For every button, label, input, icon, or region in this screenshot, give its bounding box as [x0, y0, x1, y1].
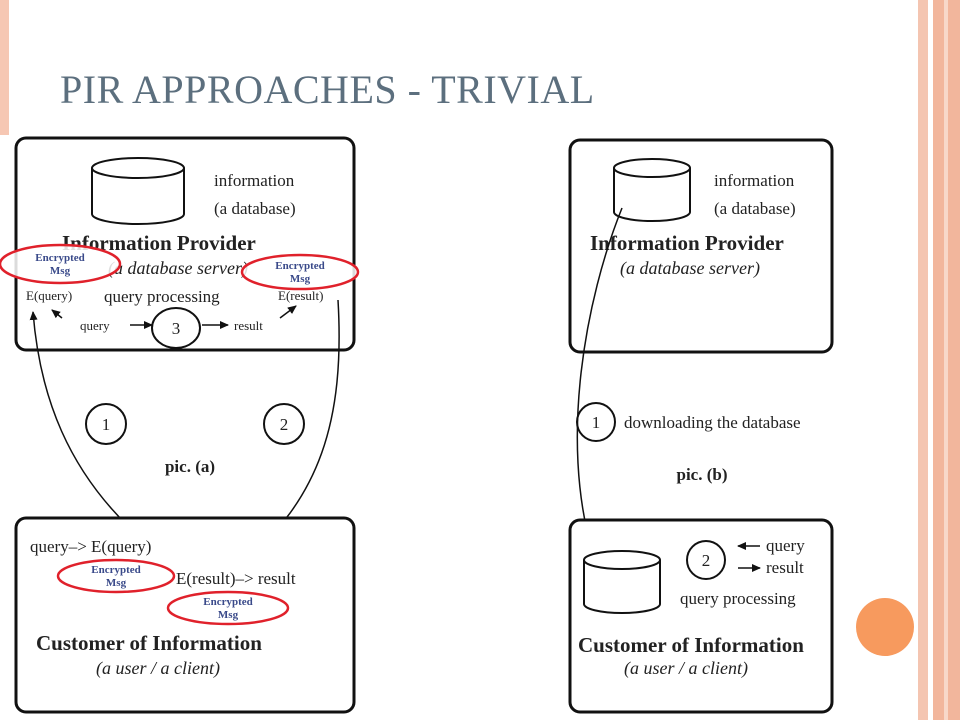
svg-text:Encrypted: Encrypted — [91, 564, 141, 576]
left-accent-bar — [0, 0, 9, 135]
step-2-label-a: 2 — [280, 415, 289, 434]
download-label: downloading the database — [624, 413, 801, 432]
step-3-label: 3 — [172, 319, 181, 338]
database-icon-a — [91, 157, 185, 225]
customer-subtitle-a: (a user / a client) — [96, 658, 220, 679]
result-label-b: result — [766, 558, 804, 577]
pic-b: information (a database) Information Pro… — [568, 138, 834, 714]
encrypted-annotation-3: Encrypted Msg — [56, 558, 176, 594]
info-line1-a: information — [214, 171, 295, 190]
svg-text:Msg: Msg — [218, 609, 239, 621]
query-processing-b: query processing — [680, 589, 796, 608]
caption-a: pic. (a) — [165, 457, 215, 476]
svg-text:Msg: Msg — [50, 265, 71, 277]
result-label-a: result — [234, 318, 263, 333]
arrow-query-up — [29, 311, 131, 529]
info-line2-b: (a database) — [714, 199, 796, 218]
decorative-orange-dot — [856, 598, 914, 656]
step-2-circle-b — [686, 540, 726, 580]
svg-text:Encrypted: Encrypted — [35, 252, 85, 264]
customer-query-line: query–> E(query) — [30, 537, 151, 556]
query-processing-a: query processing — [104, 287, 220, 306]
e-query-label: E(query) — [26, 288, 72, 303]
svg-text:Msg: Msg — [290, 273, 311, 285]
slide-title: PIR APPROACHES - TRIVIAL — [60, 67, 595, 112]
database-icon-client — [583, 550, 661, 614]
right-accent-bar — [918, 0, 928, 720]
database-icon-b — [613, 158, 691, 222]
step-1-circle-a — [85, 403, 127, 445]
arrow-download — [576, 207, 623, 551]
step-1-label-a: 1 — [102, 415, 111, 434]
svg-text:Msg: Msg — [106, 577, 127, 589]
customer-subtitle-b: (a user / a client) — [624, 658, 748, 679]
e-result-label: E(result) — [278, 288, 323, 303]
step-2-circle-a — [263, 403, 305, 445]
provider-name-b: Information Provider — [590, 231, 784, 255]
query-label-a: query — [80, 318, 110, 333]
svg-text:Encrypted: Encrypted — [203, 596, 253, 608]
customer-name-b: Customer of Information — [578, 633, 804, 657]
query-label-b: query — [766, 536, 805, 555]
right-accent-stripe — [944, 0, 948, 720]
caption-b: pic. (b) — [677, 465, 728, 484]
pic-a: information (a database) Information Pro… — [0, 136, 360, 714]
step-1-label-b: 1 — [592, 413, 601, 432]
info-line1-b: information — [714, 171, 795, 190]
provider-subtitle-b: (a database server) — [620, 258, 760, 279]
encrypted-annotation-4: Encrypted Msg — [166, 590, 290, 626]
provider-subtitle-a: (a database server) — [108, 258, 248, 279]
step-3-circle — [151, 307, 201, 349]
customer-result-line: E(result)–> result — [176, 569, 296, 588]
encrypted-annotation-2: Encrypted Msg — [240, 253, 360, 291]
customer-name-a: Customer of Information — [36, 631, 262, 655]
step-2-label-b: 2 — [702, 551, 711, 570]
encrypted-annotation-1: Encrypted Msg — [0, 243, 122, 285]
info-line2-a: (a database) — [214, 199, 296, 218]
svg-text:Encrypted: Encrypted — [275, 260, 325, 272]
